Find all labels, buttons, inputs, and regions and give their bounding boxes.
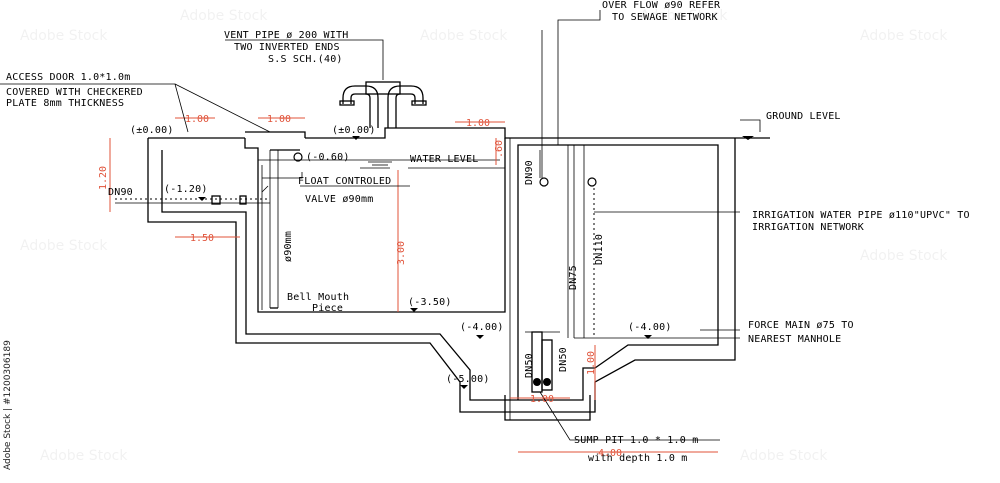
water-level-label: WATER LEVEL [410, 154, 478, 165]
dn50-label-b: DN50 [558, 347, 569, 372]
svg-text:Adobe Stock: Adobe Stock [20, 28, 108, 44]
pump-pipes [525, 30, 740, 393]
vent-pipe-label-2: TWO INVERTED ENDS [234, 42, 340, 53]
tank-walls [147, 127, 770, 421]
svg-text:Adobe Stock: Adobe Stock [180, 8, 268, 24]
leader-lines [0, 10, 761, 441]
dim-300: 3.00 [396, 241, 407, 265]
level-top-mid: (±0.00) [332, 125, 376, 136]
level-markers [198, 136, 754, 389]
level-top-left: (±0.00) [130, 125, 174, 136]
force-main-label-1: FORCE MAIN ø75 TO [748, 320, 854, 331]
svg-text:Adobe Stock: Adobe Stock [640, 8, 728, 24]
dim-400: 4.00 [598, 448, 622, 459]
dim-100-a: 1.00 [185, 114, 209, 125]
float-valve-label-1: FLOAT CONTROLED [298, 176, 391, 187]
svg-text:Adobe Stock: Adobe Stock [20, 238, 108, 254]
dn110-label: DN110 [594, 234, 605, 265]
dim-100-c: 1.00 [466, 118, 490, 129]
svg-text:Adobe Stock: Adobe Stock [860, 248, 948, 264]
irrigation-label-2: IRRIGATION NETWORK [752, 222, 864, 233]
annotations: VENT PIPE ø 200 WITH TWO INVERTED ENDS S… [3, 0, 970, 470]
dim-100-b: 1.00 [267, 114, 291, 125]
level-350: (-3.50) [408, 297, 452, 308]
access-door-label-3: PLATE 8mm THICKNESS [6, 98, 124, 109]
watermark: Adobe Stock Adobe Stock Adobe Stock Adob… [20, 8, 948, 464]
level-060: (-0.60) [306, 152, 350, 163]
float-valve-assembly [115, 149, 303, 310]
dn50-label-a: DN50 [524, 353, 535, 378]
svg-text:Adobe Stock: Adobe Stock [860, 28, 948, 44]
level-120: (-1.20) [164, 184, 208, 195]
access-door-label-1: ACCESS DOOR 1.0*1.0m [6, 72, 130, 83]
level-400-b: (-4.00) [628, 322, 672, 333]
pipe-90mm-label: ø90mm [283, 231, 294, 262]
dimension-lines [109, 117, 718, 453]
svg-text:Adobe Stock: Adobe Stock [740, 448, 828, 464]
overflow-label-2: TO SEWAGE NETWORK [612, 12, 718, 23]
dim-150: 1.50 [190, 233, 214, 244]
svg-text:Adobe Stock: Adobe Stock [40, 448, 128, 464]
level-400-a: (-4.00) [460, 322, 504, 333]
dn75-label: DN75 [568, 265, 579, 290]
vent-pipe-label-3: S.S SCH.(40) [268, 54, 343, 65]
level-500: (-5.00) [446, 374, 490, 385]
vent-pipe-label-1: VENT PIPE ø 200 WITH [224, 30, 348, 41]
sump-pit-label-2: with depth 1.0 m [588, 453, 688, 464]
vent-pipe [225, 39, 427, 128]
stock-id: Adobe Stock | #1200306189 [3, 340, 13, 470]
dim-100-sump-h: 1.00 [586, 351, 597, 375]
dim-100-sump-w: 1.00 [530, 394, 554, 405]
irrigation-label-1: IRRIGATION WATER PIPE ø110"UPVC" TO [752, 210, 970, 221]
dn90-inlet-label: DN90 [108, 187, 133, 198]
dim-060: .60 [494, 140, 505, 158]
bell-mouth-label-2: Piece [312, 303, 343, 314]
bell-mouth-label-1: Bell Mouth [287, 292, 349, 303]
ground-level-label: GROUND LEVEL [766, 111, 841, 122]
access-door-label-2: COVERED WITH CHECKERED [6, 87, 143, 98]
sump-pit-label-1: SUMP PIT 1.0 * 1.0 m [574, 435, 698, 446]
dn90-overflow-label: DN90 [524, 160, 535, 185]
svg-text:Adobe Stock: Adobe Stock [420, 28, 508, 44]
float-valve-label-2: VALVE ø90mm [305, 194, 373, 205]
dim-120: 1.20 [98, 166, 109, 190]
overflow-label-1: OVER FLOW ø90 REFER [602, 0, 721, 11]
force-main-label-2: NEAREST MANHOLE [748, 334, 841, 345]
